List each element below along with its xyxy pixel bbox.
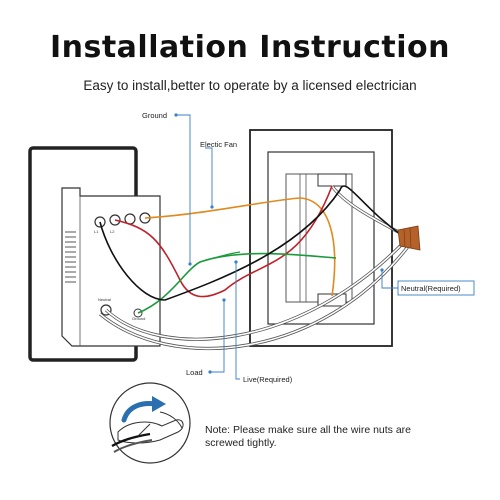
label-ground: Ground — [142, 111, 167, 120]
label-electric-fan: Electic Fan — [200, 140, 237, 149]
live-wire — [99, 185, 401, 301]
terminal-label-l1: L1 — [94, 229, 99, 234]
wire-twist-illustration — [109, 382, 191, 464]
load-wire — [114, 185, 333, 298]
page-subtitle: Easy to install,better to operate by a l… — [83, 78, 417, 93]
label-live: Live(Required) — [243, 375, 293, 384]
junction-box — [249, 129, 393, 347]
load-leader — [210, 300, 225, 373]
smart-switch: L1 L2 Neutral Ground — [61, 187, 161, 347]
neutral-wire — [98, 185, 412, 350]
fan-connector-top — [317, 173, 347, 187]
wire-nut — [397, 225, 421, 251]
label-load: Load — [186, 368, 203, 377]
terminal-label-neutral: Neutral — [98, 297, 111, 302]
neutral-label-box — [397, 280, 475, 296]
terminal-label-l2: L2 — [110, 229, 115, 234]
neutral-leader — [381, 270, 398, 289]
fan-wire — [144, 197, 336, 297]
fan-leader — [205, 147, 213, 207]
installation-note: Note: Please make sure all the wire nuts… — [205, 424, 495, 450]
ground-leader — [176, 114, 191, 264]
terminal-label-ground: Ground — [132, 316, 145, 321]
note-line-1: Note: Please make sure all the wire nuts… — [205, 424, 412, 436]
label-neutral: Neutral(Required) — [401, 284, 461, 293]
live-leader — [235, 262, 240, 380]
note-line-2: screwed tightly. — [205, 437, 277, 449]
page-title: Installation Instruction — [49, 30, 451, 65]
